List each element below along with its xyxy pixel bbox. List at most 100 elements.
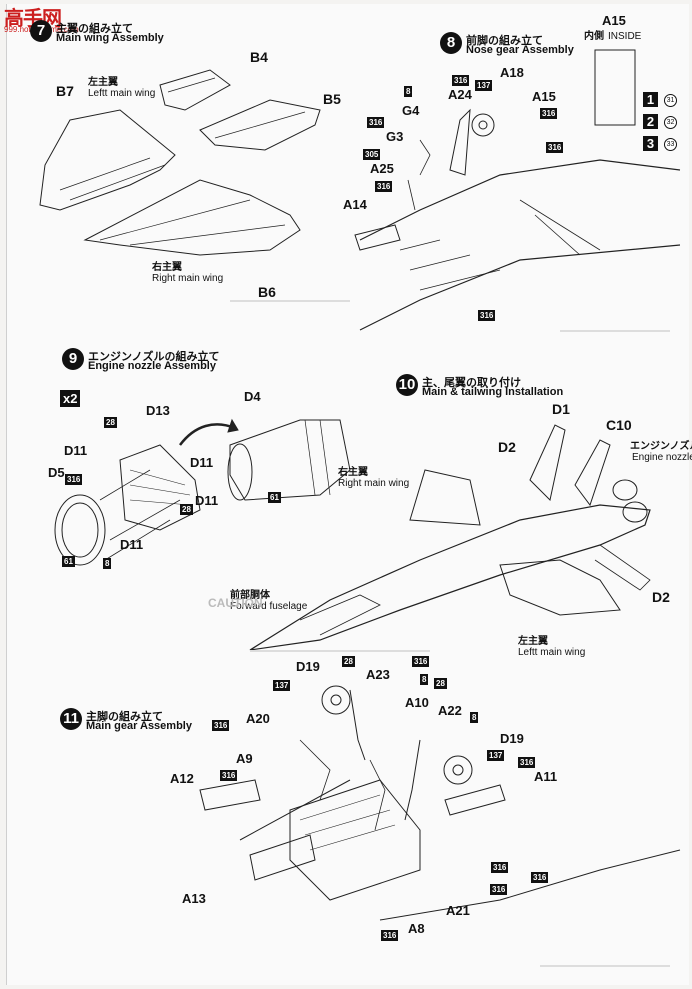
label-a20: A20 — [246, 711, 270, 726]
label-c10: C10 — [606, 417, 632, 433]
paint-tag-316: 316 — [412, 656, 430, 667]
paint-tag-316: 316 — [452, 75, 470, 86]
label-b4: B4 — [250, 49, 268, 65]
paint-tag-316: 316 — [65, 474, 83, 485]
left-wing-en: Leftt main wing — [518, 647, 586, 658]
step-title-en: Nose gear Assembly — [466, 44, 574, 56]
step-title-jp: 前脚の組み立て — [466, 35, 543, 47]
a15-title: A15 — [602, 13, 626, 28]
label-a15: A15 — [532, 89, 556, 104]
label-d5: D5 — [48, 465, 65, 480]
paint-tag-28: 28 — [342, 656, 355, 667]
left-wing-installed — [499, 559, 621, 616]
gear-strut-right — [404, 739, 421, 821]
nose-gear-strut — [449, 108, 471, 176]
right-wing-jp: 右主翼 — [338, 467, 368, 478]
step-number: 7 — [30, 20, 52, 42]
label-a12: A12 — [170, 771, 194, 786]
paint-tag-316: 316 — [212, 720, 230, 731]
b5-part — [199, 99, 321, 151]
a13-door — [249, 834, 316, 881]
aircraft-fuselage — [249, 504, 651, 651]
vertical-tail-c10 — [574, 439, 611, 507]
step-title-jp: エンジンノズルの組み立て — [88, 351, 220, 363]
fwd-fuselage-jp: 前部胴体 — [230, 590, 270, 601]
label-d2: D2 — [652, 589, 670, 605]
a14-part — [354, 224, 401, 251]
label-a13: A13 — [182, 891, 206, 906]
left-main-wing-part — [39, 109, 176, 211]
step-title-en: Main wing Assembly — [56, 32, 164, 44]
a12-door — [199, 779, 261, 811]
label-a22: A22 — [438, 703, 462, 718]
paint-tag-316: 316 — [220, 770, 238, 781]
nozzle-ring-part — [54, 494, 106, 566]
nozzle-installed-upper — [612, 479, 638, 501]
paint-tag-316: 316 — [381, 930, 399, 941]
label-b5: B5 — [323, 91, 341, 107]
label-a25: A25 — [370, 161, 394, 176]
label-g4: G4 — [402, 103, 420, 118]
paint-tag-8: 8 — [404, 86, 413, 97]
main-wheel-left — [321, 685, 351, 715]
nozzle-jp: エンジンノズル — [630, 441, 692, 452]
paint-tag-316: 316 — [478, 310, 496, 321]
quantity-badge: x2 — [60, 390, 81, 407]
nozzle-en: Engine nozzle — [632, 452, 692, 463]
step-title-jp: 主脚の組み立て — [86, 711, 163, 723]
option-box-1: 1 — [643, 92, 658, 107]
paint-tag-305: 305 — [363, 149, 381, 160]
label-a11: A11 — [534, 769, 558, 784]
right-wing-installed — [409, 469, 481, 526]
left-wing-jp: 左主翼 — [518, 636, 548, 647]
step-title-jp: 主、尾翼の取り付け — [422, 377, 521, 389]
right-main-wing-part — [83, 179, 301, 256]
paint-tag-316: 316 — [491, 862, 509, 873]
step-number: 9 — [62, 348, 84, 370]
a15-inside-en: INSIDE — [608, 31, 642, 42]
label-d11: D11 — [190, 455, 214, 470]
label-d13: D13 — [146, 403, 170, 418]
paint-tag-61: 61 — [268, 492, 281, 503]
paper-sheet — [6, 4, 689, 985]
gear-strut-left — [349, 689, 366, 761]
ref-circle-31: 31 — [664, 94, 677, 107]
main-wheel-right — [443, 755, 473, 785]
b4-part — [159, 69, 231, 111]
gear-bay — [289, 779, 421, 901]
paint-tag-316: 316 — [367, 117, 385, 128]
label-a9: A9 — [236, 751, 253, 766]
step-title-en: Main gear Assembly — [86, 720, 192, 732]
paint-tag-137: 137 — [487, 750, 505, 761]
faint-text — [250, 650, 430, 652]
a15-inside-panel — [594, 49, 636, 126]
label-a23: A23 — [366, 667, 390, 682]
step-title-en: Main & tailwing Installation — [422, 386, 564, 398]
right-wing-en: Right main wing — [338, 478, 410, 489]
caution-heading: CAUTION — [208, 596, 263, 610]
step-number: 11 — [60, 708, 82, 730]
paint-tag-316: 316 — [490, 884, 508, 895]
option-box-2: 2 — [643, 114, 658, 129]
step-number: 8 — [440, 32, 462, 54]
fwd-fuselage-en: Forward fuselage — [230, 601, 308, 612]
paint-tag-28: 28 — [434, 678, 447, 689]
faint-text — [230, 300, 350, 302]
label-d19: D19 — [296, 659, 320, 674]
nose-wheel-part — [471, 113, 495, 137]
faint-text — [560, 330, 670, 332]
paint-tag-61: 61 — [62, 556, 75, 567]
label-d19: D19 — [500, 731, 524, 746]
paint-tag-28: 28 — [180, 504, 193, 515]
label-a18: A18 — [500, 65, 524, 80]
nozzle-installed-lower — [622, 501, 648, 523]
paint-tag-316: 316 — [546, 142, 564, 153]
right-wing-en: Right main wing — [152, 273, 224, 284]
paint-tag-8: 8 — [420, 674, 429, 685]
left-wing-jp: 左主翼 — [88, 77, 118, 88]
label-d2: D2 — [498, 439, 516, 455]
label-d1: D1 — [552, 401, 570, 417]
label-a14: A14 — [343, 197, 367, 212]
